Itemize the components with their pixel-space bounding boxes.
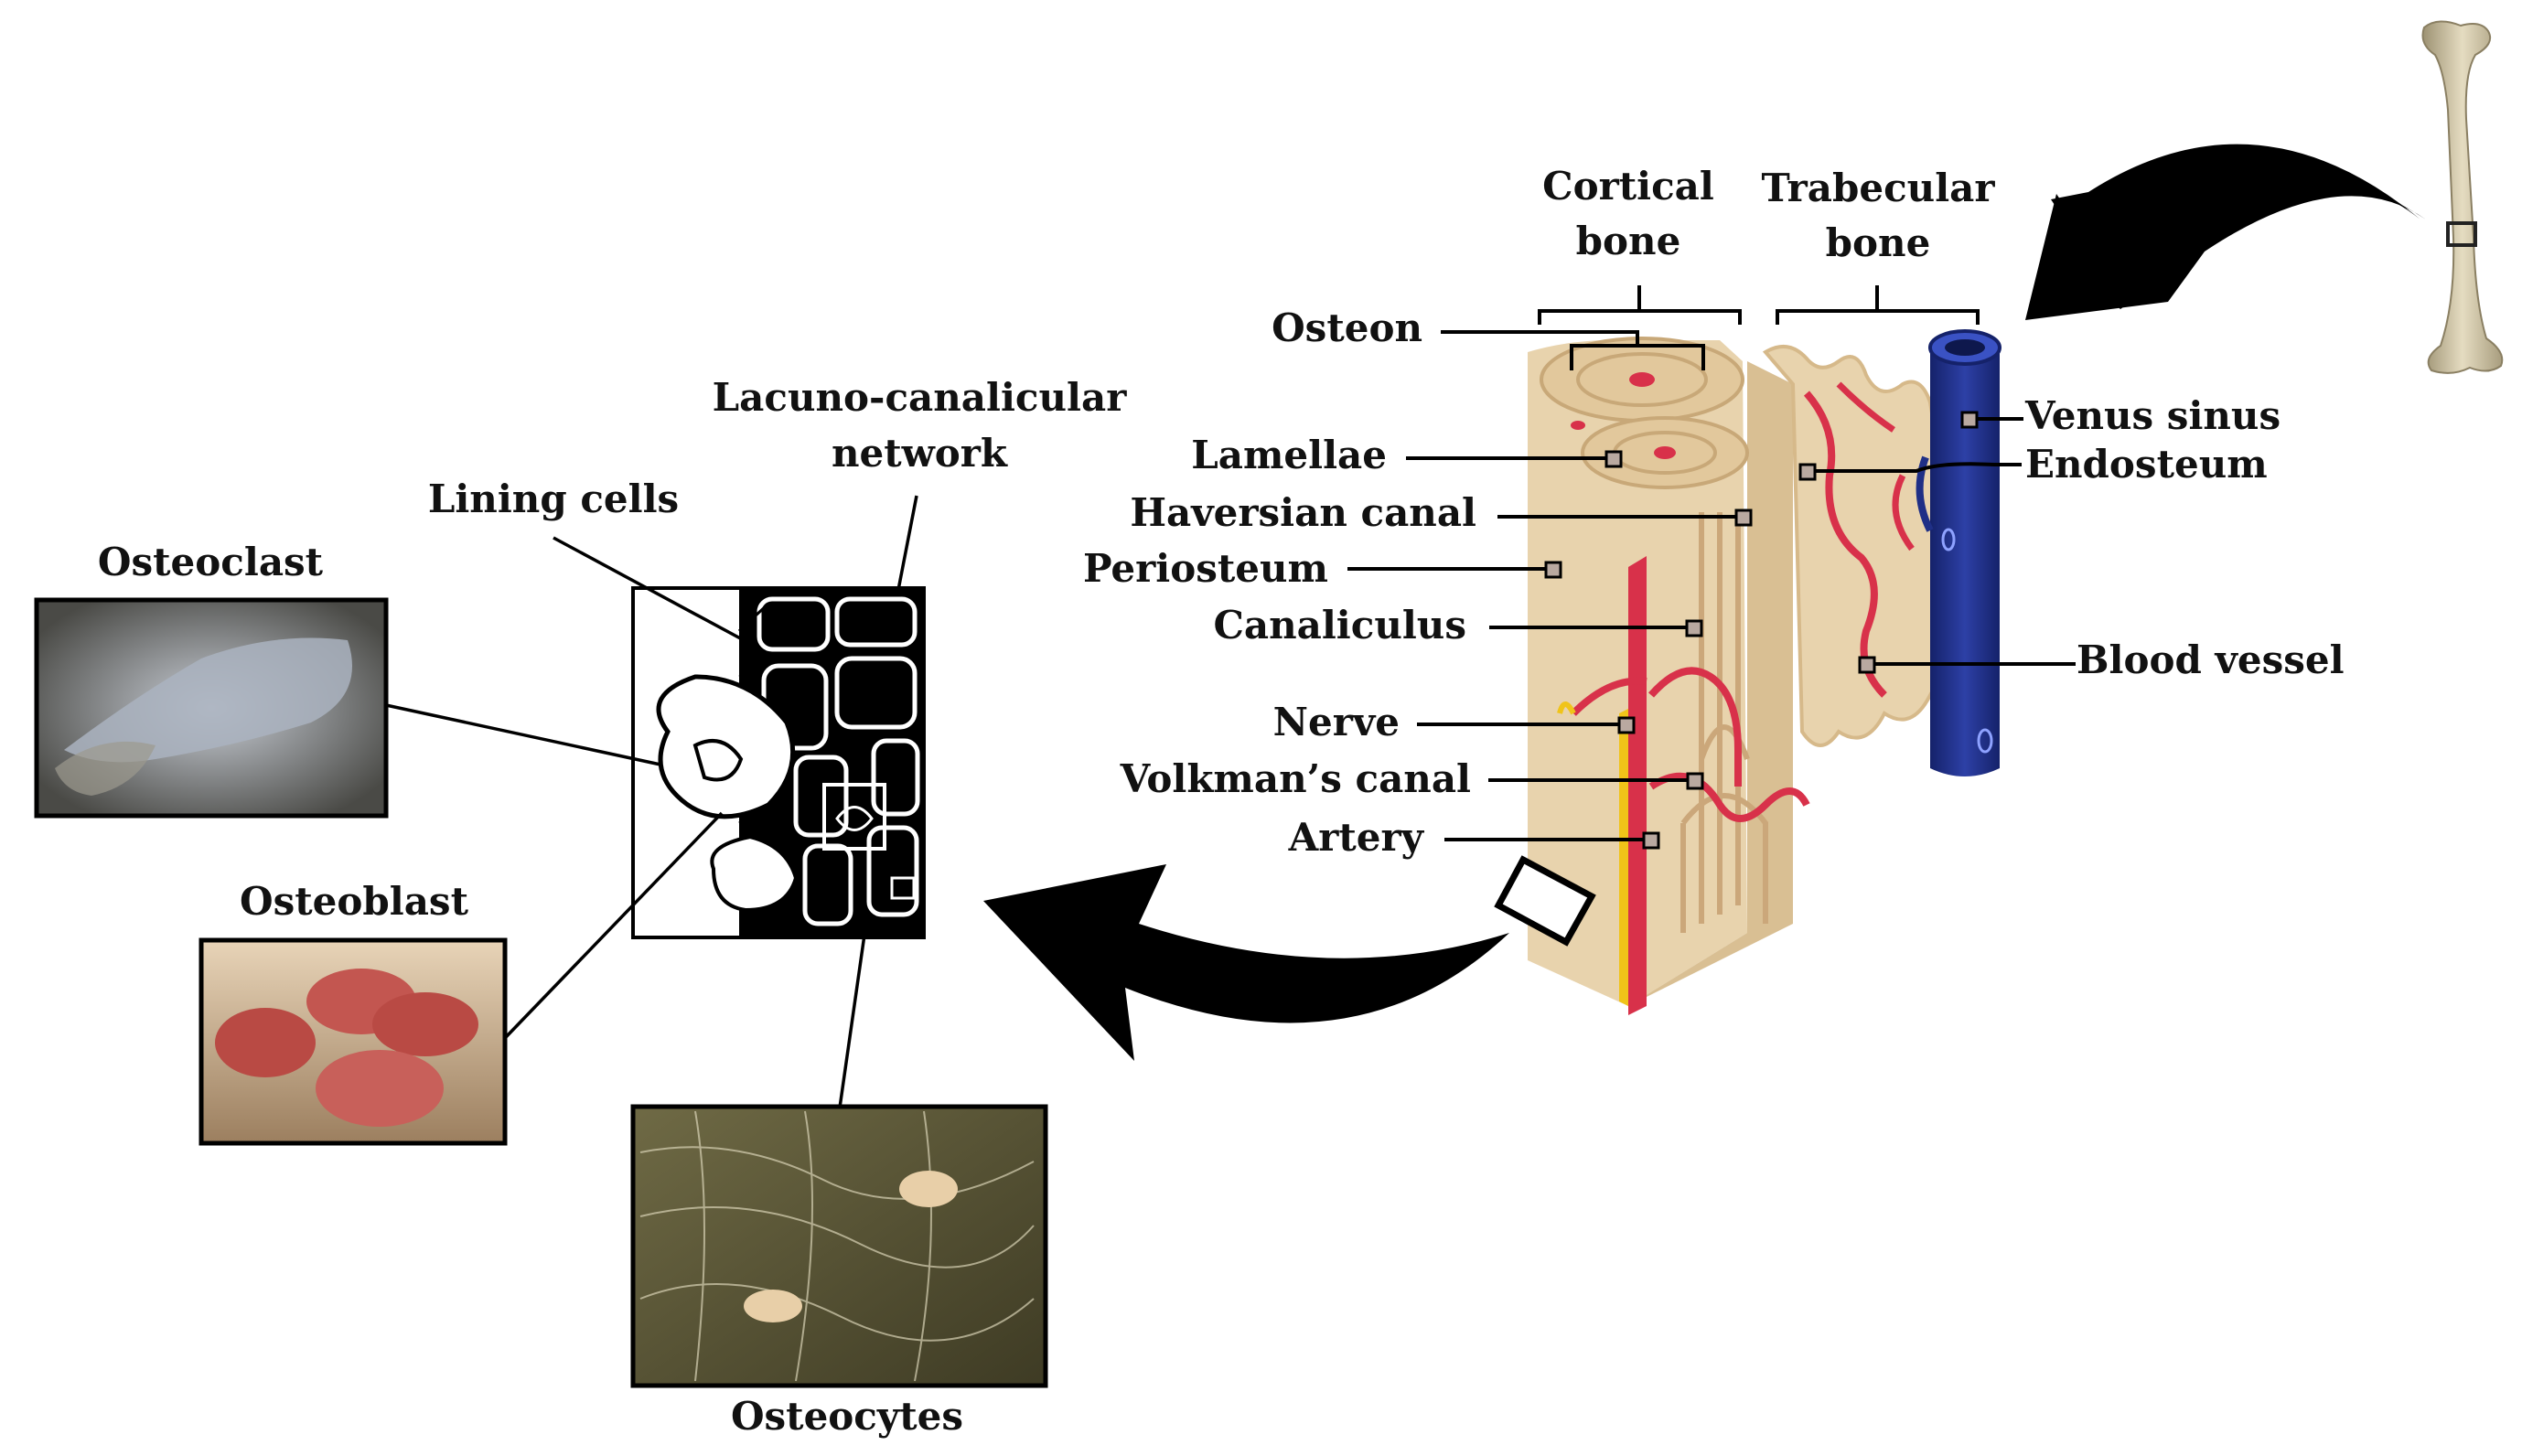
lamellae-label: Lamellae bbox=[1191, 433, 1387, 477]
nerve-label: Nerve bbox=[1273, 700, 1400, 744]
leader-markers bbox=[1544, 411, 1979, 850]
osteon-label: Osteon bbox=[1272, 305, 1422, 350]
osteoblast-label: Osteoblast bbox=[240, 879, 469, 924]
endosteum-label: Endosteum bbox=[2025, 442, 2268, 487]
canaliculus-label: Canaliculus bbox=[1213, 603, 1466, 648]
lacuno-canalicular-label-2: network bbox=[832, 431, 1008, 476]
trabecular-bone-bracket bbox=[1776, 285, 1980, 325]
venus-sinus-label: Venus sinus bbox=[2024, 393, 2281, 438]
lacuno-canalicular-network-schematic bbox=[631, 586, 926, 939]
lacuno-canalicular-label-1: Lacuno-canalicular bbox=[713, 375, 1128, 420]
zoom-arrow-femur-head bbox=[2025, 169, 2426, 320]
osteocytes-photo bbox=[630, 1104, 1048, 1388]
bone-section-illustration bbox=[1494, 329, 2002, 1015]
cortical-bone-label-2: bone bbox=[1576, 219, 1681, 263]
zoom-arrow-section-to-network bbox=[983, 864, 1509, 1061]
haversian-canal-label: Haversian canal bbox=[1130, 490, 1476, 535]
lining-cells-label: Lining cells bbox=[428, 476, 679, 521]
osteocytes-label: Osteocytes bbox=[731, 1394, 963, 1439]
artery-label: Artery bbox=[1288, 815, 1425, 860]
osteon-bracket bbox=[1441, 330, 1705, 370]
femur-icon bbox=[2421, 20, 2504, 374]
leader-lines-section bbox=[1347, 417, 2076, 841]
cortical-bone-label-1: Cortical bbox=[1542, 164, 1714, 209]
osteoblast-photo bbox=[199, 937, 508, 1146]
trabecular-bone-label-1: Trabecular bbox=[1761, 166, 1995, 210]
trabecular-bone-label-2: bone bbox=[1826, 220, 1931, 265]
osteoclast-photo bbox=[34, 597, 389, 819]
leader-lines-network bbox=[385, 495, 918, 1108]
osteoclast-label: Osteoclast bbox=[98, 540, 324, 584]
blood-vessel-label: Blood vessel bbox=[2077, 637, 2345, 682]
periosteum-label: Periosteum bbox=[1083, 546, 1328, 591]
cortical-bone-bracket bbox=[1538, 285, 1742, 325]
volkmans-canal-label: Volkman’s canal bbox=[1120, 756, 1471, 801]
